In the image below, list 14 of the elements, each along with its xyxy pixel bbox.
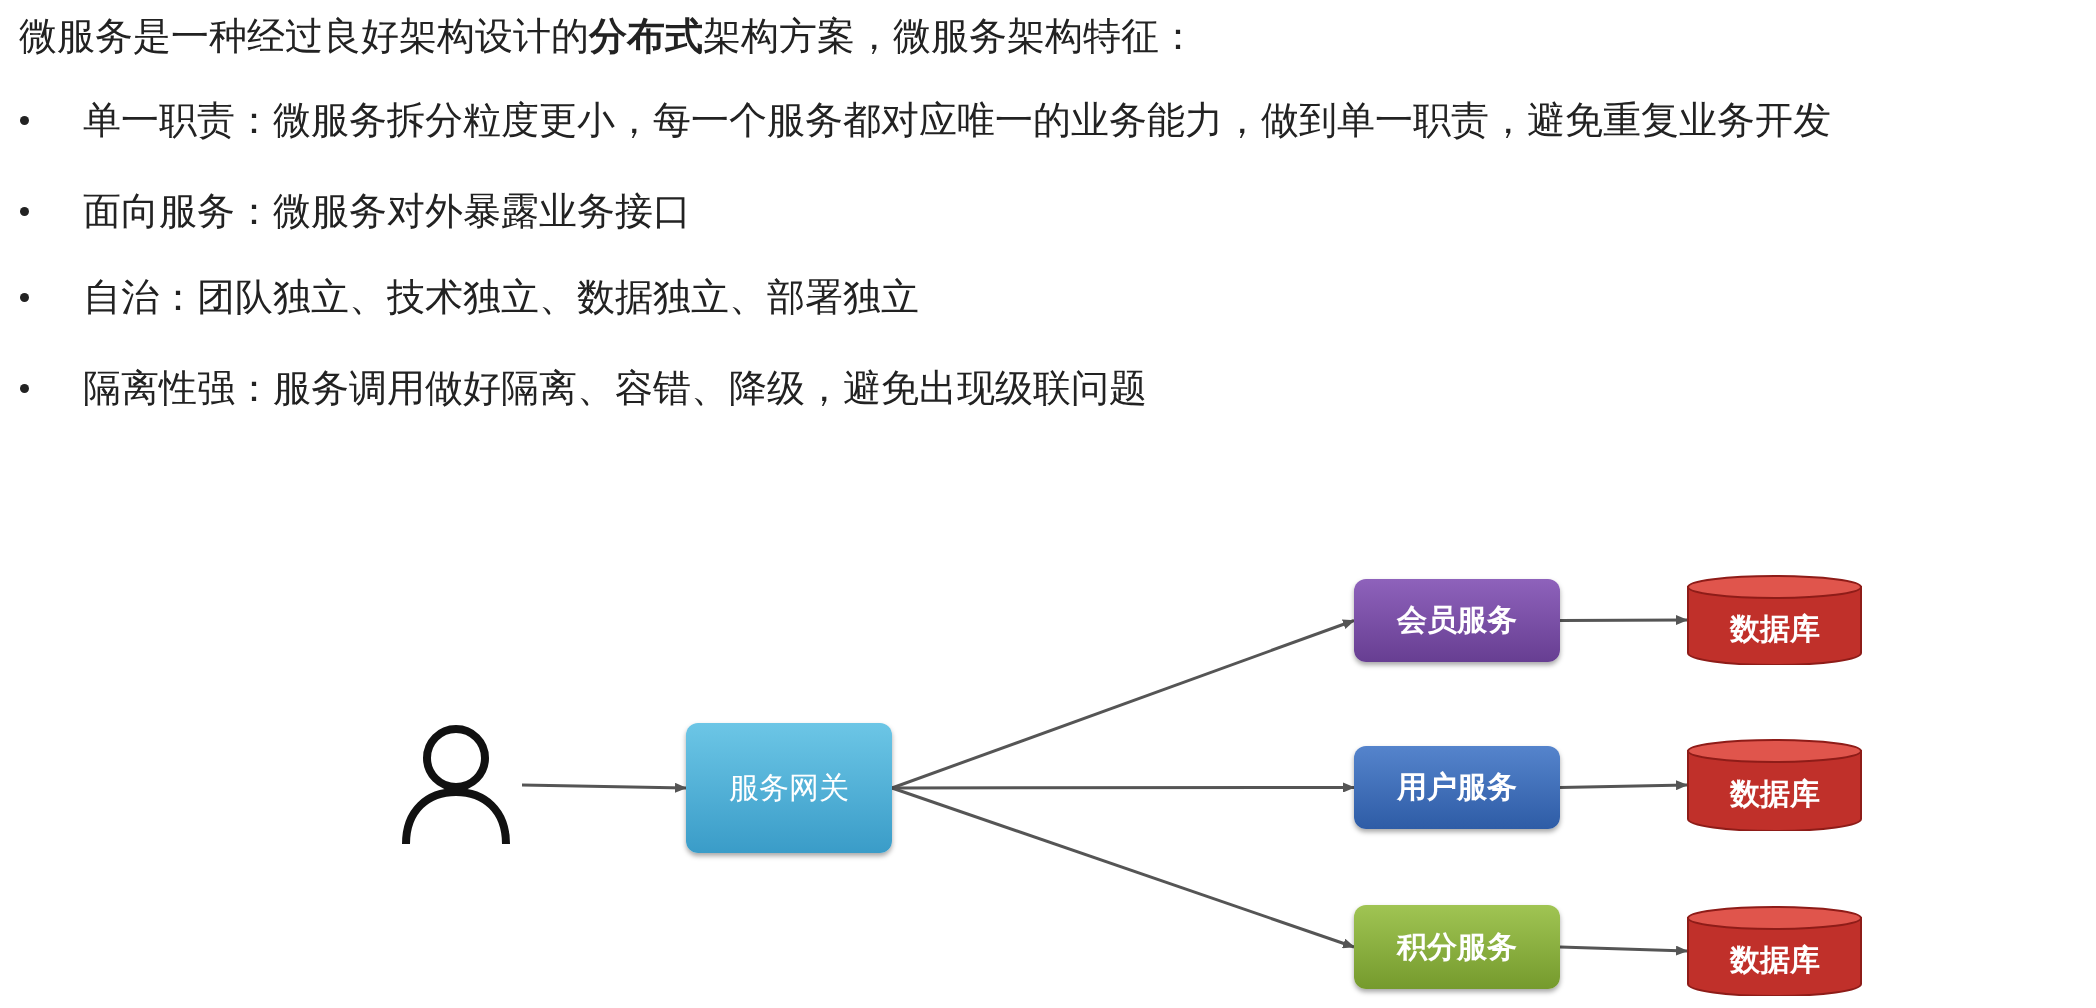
service-box: 用户服务 (1354, 746, 1560, 829)
bullet-text: 面向服务：微服务对外暴露业务接口 (83, 188, 691, 235)
arrow (521, 782, 687, 793)
service-box: 会员服务 (1354, 579, 1560, 662)
service-box: 服务网关 (686, 723, 892, 853)
bullet-text: 单一职责：微服务拆分粒度更小，每一个服务都对应唯一的业务能力，做到单一职责，避免重复业务开发 (83, 97, 1831, 144)
arrow (1560, 615, 1688, 626)
heading-text: 微服务是一种经过良好架构设计的分布式架构方案，微服务架构特征： (19, 13, 1197, 60)
bullet-text: 隔离性强：服务调用做好隔离、容错、降级，避免出现级联问题 (83, 365, 1147, 412)
arrow (891, 786, 1355, 949)
arrow (1559, 945, 1688, 956)
arrow (1559, 780, 1688, 791)
bullet-text: 自治：团队独立、技术独立、数据独立、部署独立 (83, 274, 919, 321)
service-box: 积分服务 (1354, 905, 1560, 989)
